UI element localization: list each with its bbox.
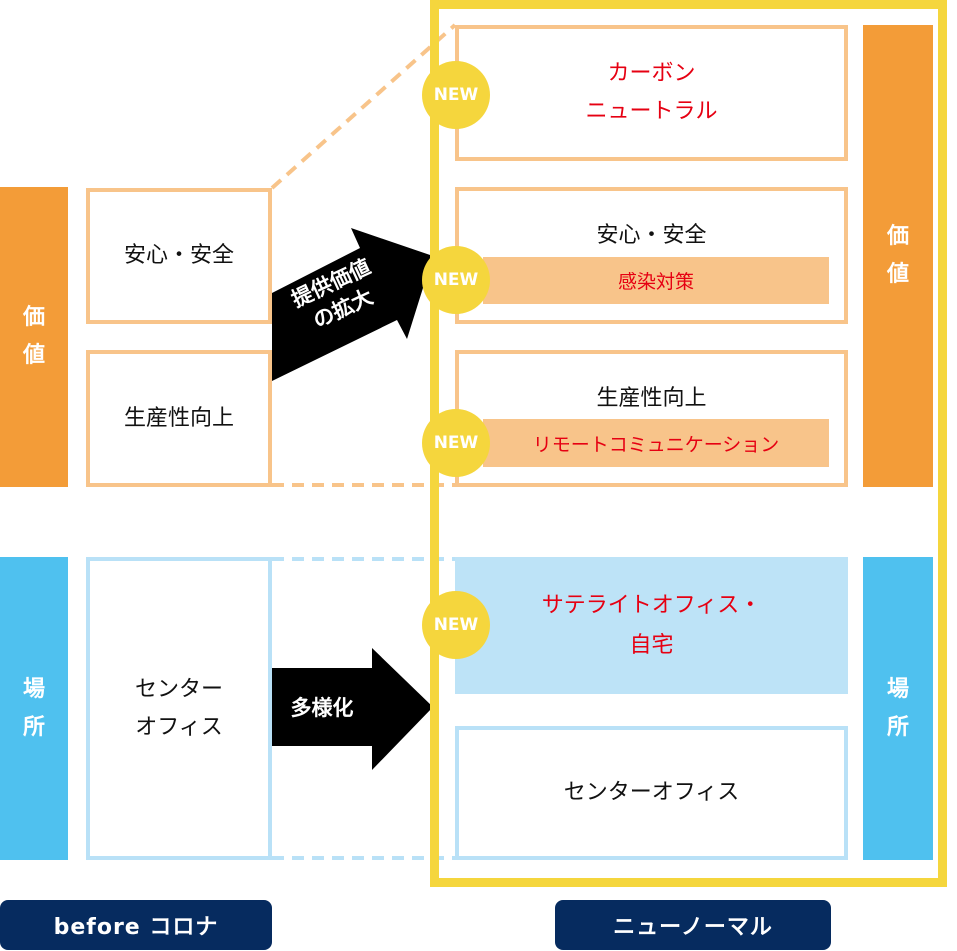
new-badge: NEW bbox=[422, 591, 490, 659]
bar-char: 価 bbox=[886, 224, 909, 249]
bar-char: 場 bbox=[886, 676, 909, 702]
remote-band: リモートコミュニケーション bbox=[483, 419, 829, 467]
left-productivity-box: 生産性向上 bbox=[86, 350, 272, 487]
left-safety-box: 安心・安全 bbox=[86, 188, 272, 324]
carbon-neutral-box: カーボンニュートラル bbox=[455, 25, 848, 161]
value-arrow bbox=[272, 228, 433, 381]
bar-char: 値 bbox=[886, 262, 909, 287]
box-text: センター bbox=[134, 676, 223, 702]
bar-char: 値 bbox=[22, 343, 45, 368]
box-text: 安心・安全 bbox=[123, 243, 234, 268]
bar-char: 価 bbox=[22, 305, 45, 330]
box-text: ニュートラル bbox=[585, 99, 718, 124]
box-text: オフィス bbox=[135, 714, 223, 740]
new-badge: NEW bbox=[422, 409, 490, 477]
satellite-box: サテライトオフィス・自宅 bbox=[455, 557, 848, 694]
right-value-bar: 価値 bbox=[863, 25, 933, 487]
box-text: 自宅 bbox=[629, 632, 674, 658]
place-arrow-label: 多様化 bbox=[290, 696, 354, 720]
before-corona-label: before コロナ bbox=[0, 900, 272, 950]
box-text: センターオフィス bbox=[563, 780, 740, 805]
right-office-box: センターオフィス bbox=[455, 726, 848, 860]
dashed-line bbox=[270, 23, 457, 190]
bar-char: 所 bbox=[886, 714, 909, 740]
new-normal-label: ニューノーマル bbox=[555, 900, 831, 950]
new-badge: NEW bbox=[422, 61, 490, 129]
box-text: 生産性向上 bbox=[596, 386, 707, 411]
place-arrow bbox=[272, 648, 433, 770]
left-office-box: センターオフィス bbox=[86, 557, 272, 860]
box-text: サテライトオフィス・ bbox=[541, 592, 762, 618]
infection-band: 感染対策 bbox=[483, 257, 829, 304]
box-text: カーボン bbox=[607, 61, 696, 86]
left-value-bar: 価値 bbox=[0, 187, 68, 487]
new-badge: NEW bbox=[422, 246, 490, 314]
bar-char: 場 bbox=[22, 676, 45, 702]
bar-char: 所 bbox=[22, 714, 45, 740]
right-place-bar: 場所 bbox=[863, 557, 933, 860]
box-text: 生産性向上 bbox=[123, 405, 234, 431]
left-place-bar: 場所 bbox=[0, 557, 68, 860]
box-text: 安心・安全 bbox=[596, 223, 707, 248]
